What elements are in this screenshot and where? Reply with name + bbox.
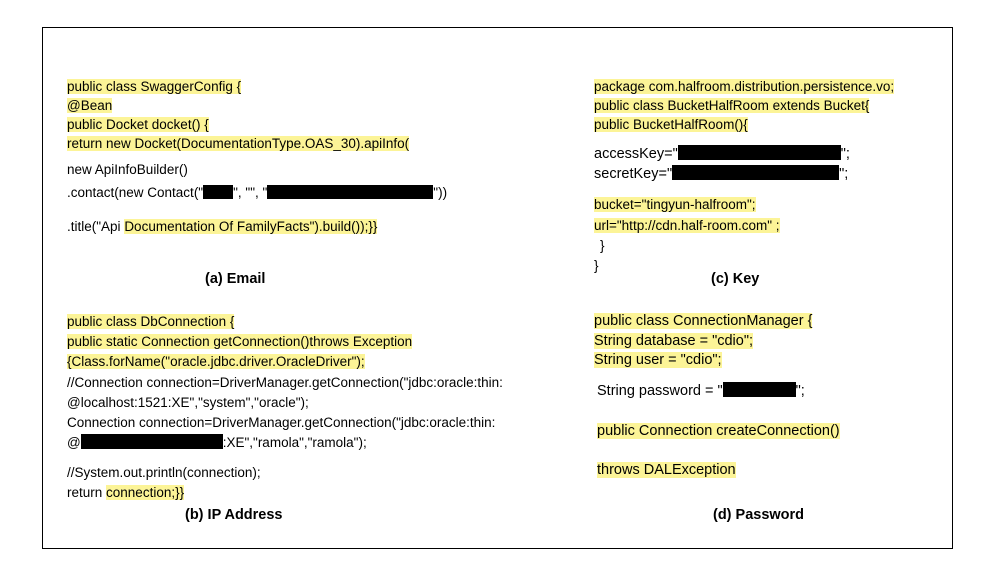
- code-line: package com.halfroom.distribution.persis…: [594, 79, 895, 94]
- code-line: //Connection connection=DriverManager.ge…: [67, 375, 503, 390]
- code-line: public class BucketHalfRoom extends Buck…: [594, 98, 870, 113]
- code-line: public BucketHalfRoom(){: [594, 117, 748, 132]
- code-line: }: [600, 238, 605, 253]
- code-line: public static Connection getConnection()…: [67, 334, 413, 349]
- code-line: Connection connection=DriverManager.getC…: [67, 415, 496, 430]
- code-line: public Docket docket() {: [67, 117, 209, 132]
- redaction-bar: [722, 382, 796, 397]
- code-line-title: .title("Api Documentation Of FamilyFacts…: [67, 219, 378, 234]
- redaction-bar: [267, 185, 434, 199]
- code-line: public class DbConnection {: [67, 314, 235, 329]
- code-line: {Class.forName("oracle.jdbc.driver.Oracl…: [67, 354, 365, 369]
- code-line: public class SwaggerConfig {: [67, 79, 242, 94]
- code-line: }: [594, 258, 599, 273]
- code-line: @localhost:1521:XE","system","oracle");: [67, 395, 309, 410]
- caption-key: (c) Key: [711, 271, 760, 287]
- redaction-bar: [80, 434, 223, 449]
- code-line: String database = "cdio";: [594, 333, 754, 349]
- caption-email: (a) Email: [205, 271, 266, 287]
- figure-frame: [42, 27, 953, 549]
- code-line: bucket="tingyun-halfroom";: [594, 197, 756, 212]
- code-line: //System.out.println(connection);: [67, 465, 261, 480]
- code-line-contact: .contact(new Contact("", "", "")): [67, 185, 448, 200]
- code-line: return new Docket(DocumentationType.OAS_…: [67, 136, 410, 151]
- code-line-password: String password = "";: [597, 382, 805, 399]
- code-line: url="http://cdn.half-room.com" ;: [594, 218, 780, 233]
- code-line: String user = "cdio";: [594, 352, 722, 368]
- code-line-access-key: accessKey="";: [594, 145, 850, 162]
- code-line-return: return connection;}}: [67, 485, 185, 500]
- code-line: throws DALException: [597, 462, 736, 478]
- caption-ip-address: (b) IP Address: [185, 507, 283, 523]
- code-line: new ApiInfoBuilder(): [67, 162, 188, 177]
- code-line-secret-key: secretKey="";: [594, 165, 849, 182]
- redaction-bar: [672, 165, 840, 180]
- code-line: public class ConnectionManager {: [594, 313, 813, 329]
- redaction-bar: [677, 145, 841, 160]
- code-line: public Connection createConnection(): [597, 423, 840, 439]
- code-line: @Bean: [67, 98, 113, 113]
- caption-password: (d) Password: [713, 507, 805, 523]
- redaction-bar: [203, 185, 234, 199]
- code-line-redacted-ip: @:XE","ramola","ramola");: [67, 434, 367, 450]
